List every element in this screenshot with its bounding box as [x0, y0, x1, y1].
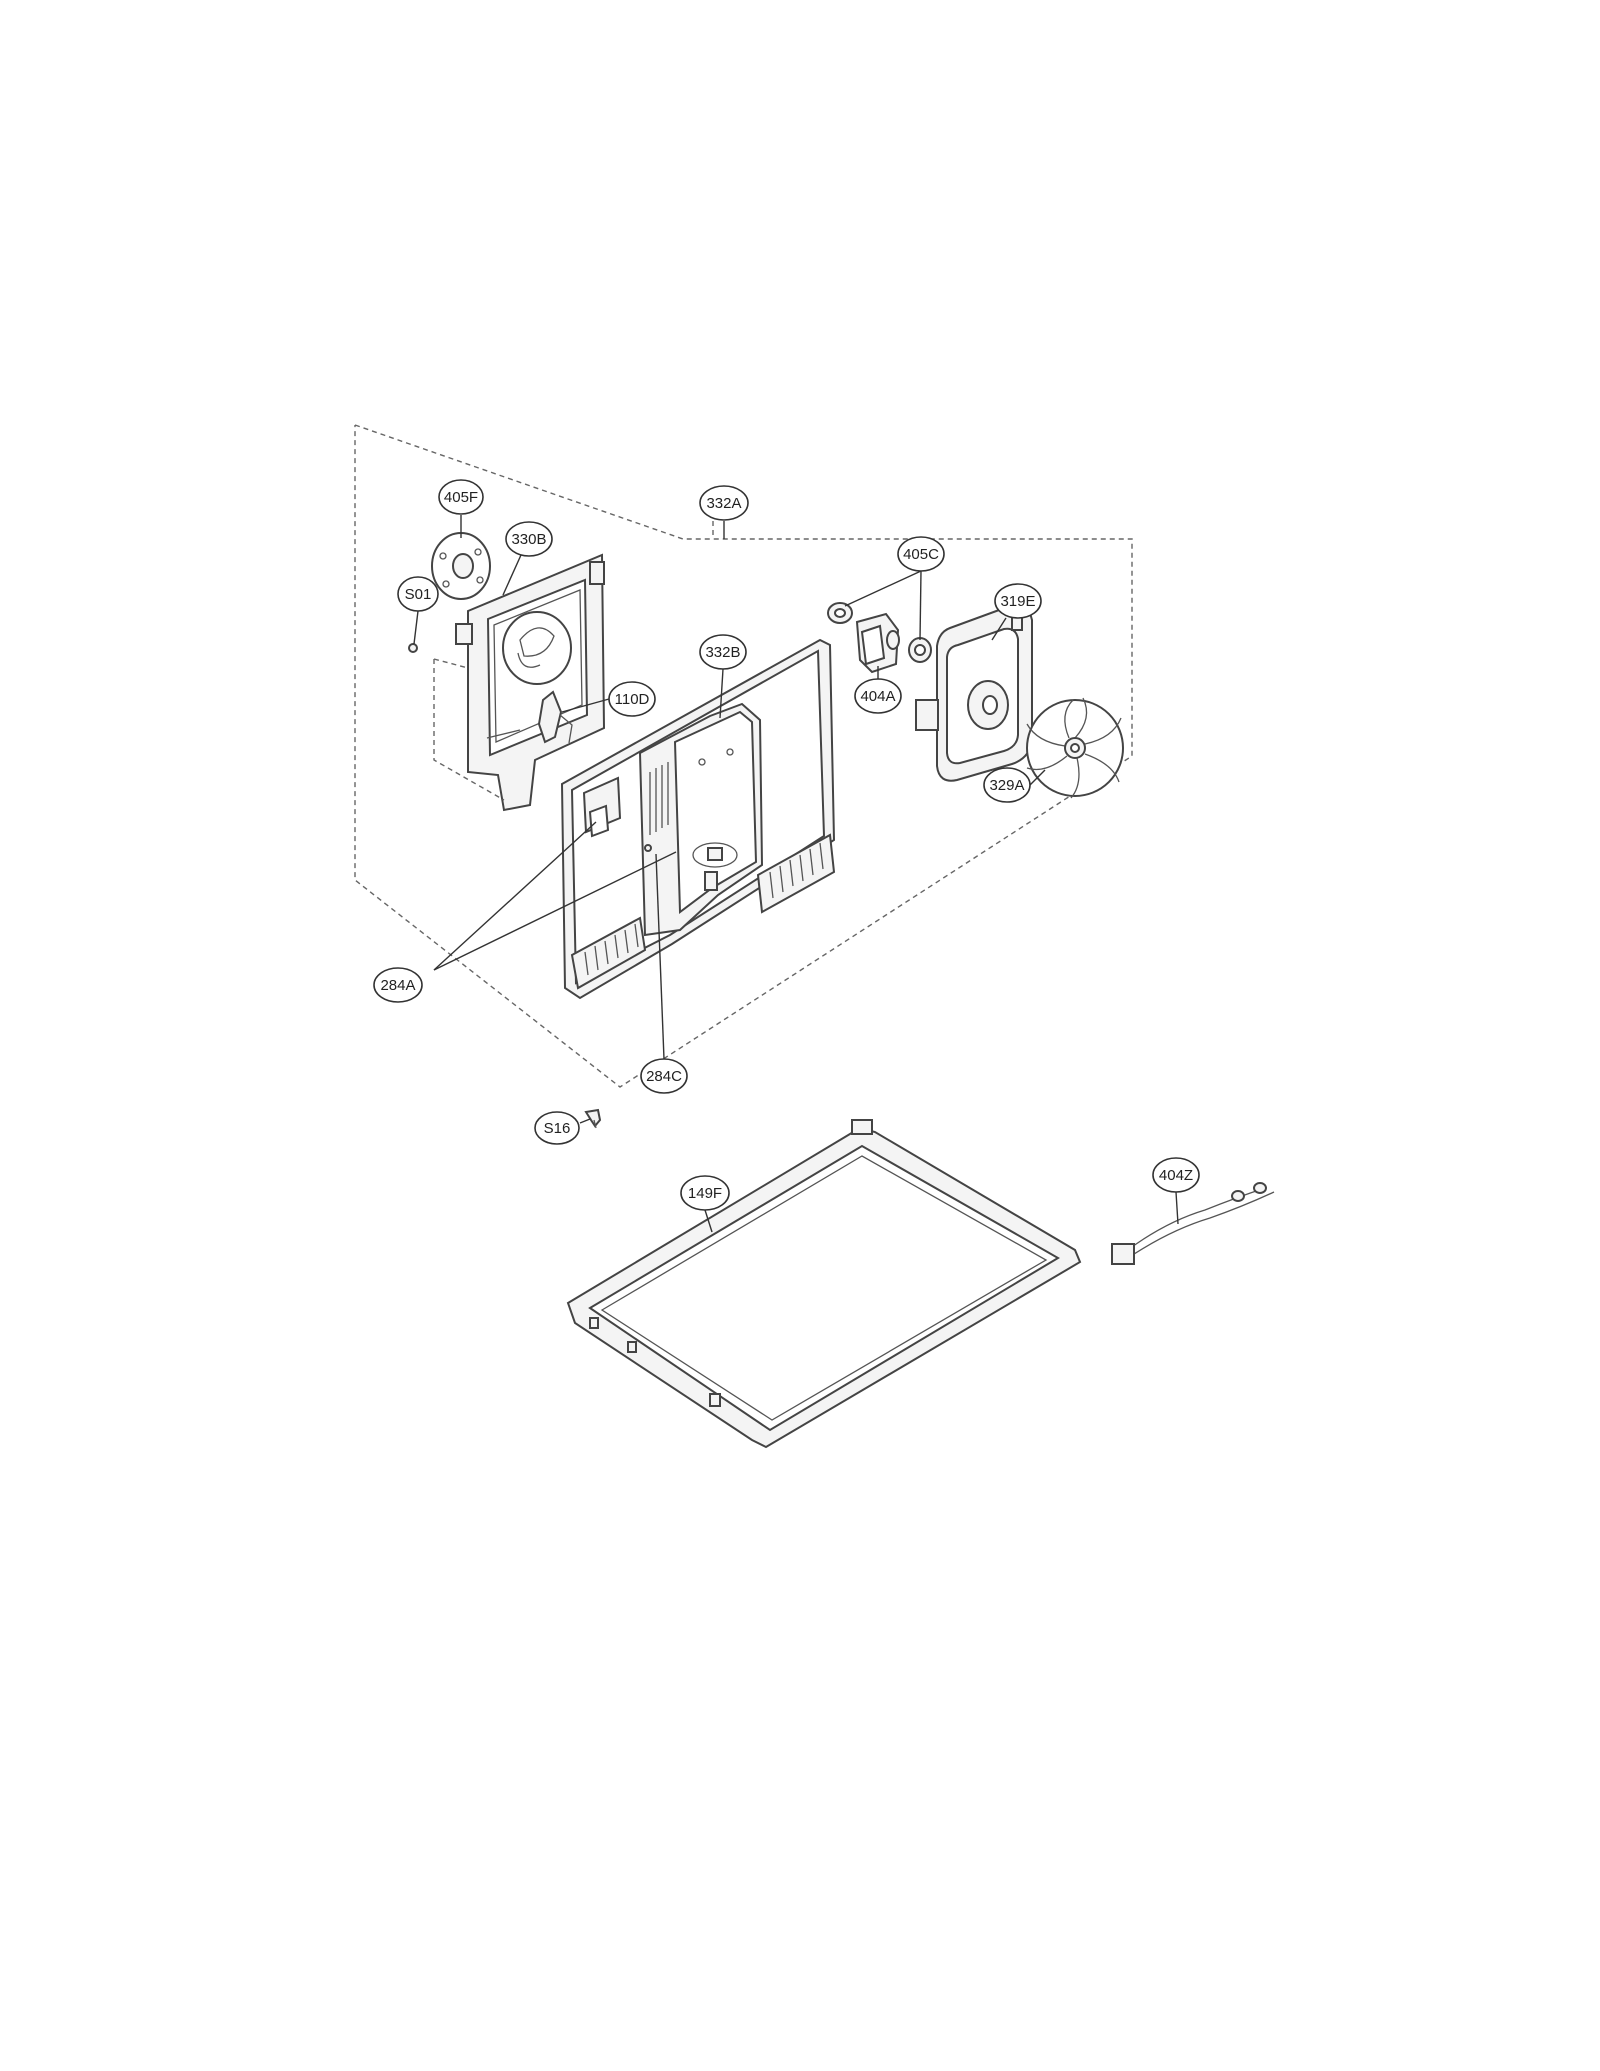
callout-330B-text: 330B — [511, 531, 546, 548]
callout-404Z-text: 404Z — [1159, 1167, 1193, 1184]
part-S16-screw — [584, 1108, 602, 1129]
callout-S01-text: S01 — [405, 586, 432, 603]
callout-405C: 405C — [897, 536, 945, 572]
callout-330B: 330B — [505, 521, 553, 557]
callout-319E: 319E — [994, 583, 1042, 619]
part-404Z-wire-harness — [1111, 1182, 1275, 1265]
callout-404A-text: 404A — [860, 688, 895, 705]
leader-lines — [413, 515, 1179, 1233]
callout-405C-text: 405C — [903, 546, 939, 563]
part-319E-shroud — [915, 604, 1033, 782]
callout-329A: 329A — [983, 767, 1031, 803]
callout-332B: 332B — [699, 634, 747, 670]
part-332B-housing — [560, 638, 836, 1000]
part-404A-motor — [855, 612, 900, 674]
callout-110D: 110D — [608, 681, 656, 717]
callout-149F-text: 149F — [688, 1185, 722, 1202]
part-149F-shelf-frame — [566, 1119, 1082, 1449]
part-405F-disc — [431, 532, 491, 600]
part-329A-fan-blade — [1026, 697, 1124, 799]
callout-S01: S01 — [397, 576, 439, 612]
callout-332A-text: 332A — [706, 495, 741, 512]
callout-319E-text: 319E — [1000, 593, 1035, 610]
part-405C-washers — [827, 602, 932, 663]
callout-404A: 404A — [854, 678, 902, 714]
callout-405F: 405F — [438, 479, 484, 515]
callout-284C: 284C — [640, 1058, 688, 1094]
callout-405F-text: 405F — [444, 489, 478, 506]
callout-284C-text: 284C — [646, 1068, 682, 1085]
callout-404Z: 404Z — [1152, 1157, 1200, 1193]
callout-S16-text: S16 — [544, 1120, 571, 1137]
callout-S16: S16 — [534, 1111, 580, 1145]
callout-284A-text: 284A — [380, 977, 415, 994]
callout-329A-text: 329A — [989, 777, 1024, 794]
callout-332B-text: 332B — [705, 644, 740, 661]
callout-110D-text: 110D — [615, 691, 650, 708]
callout-332A: 332A — [699, 485, 749, 521]
callout-284A: 284A — [373, 967, 423, 1003]
callout-149F: 149F — [680, 1175, 730, 1211]
part-S01-screw — [408, 643, 505, 801]
